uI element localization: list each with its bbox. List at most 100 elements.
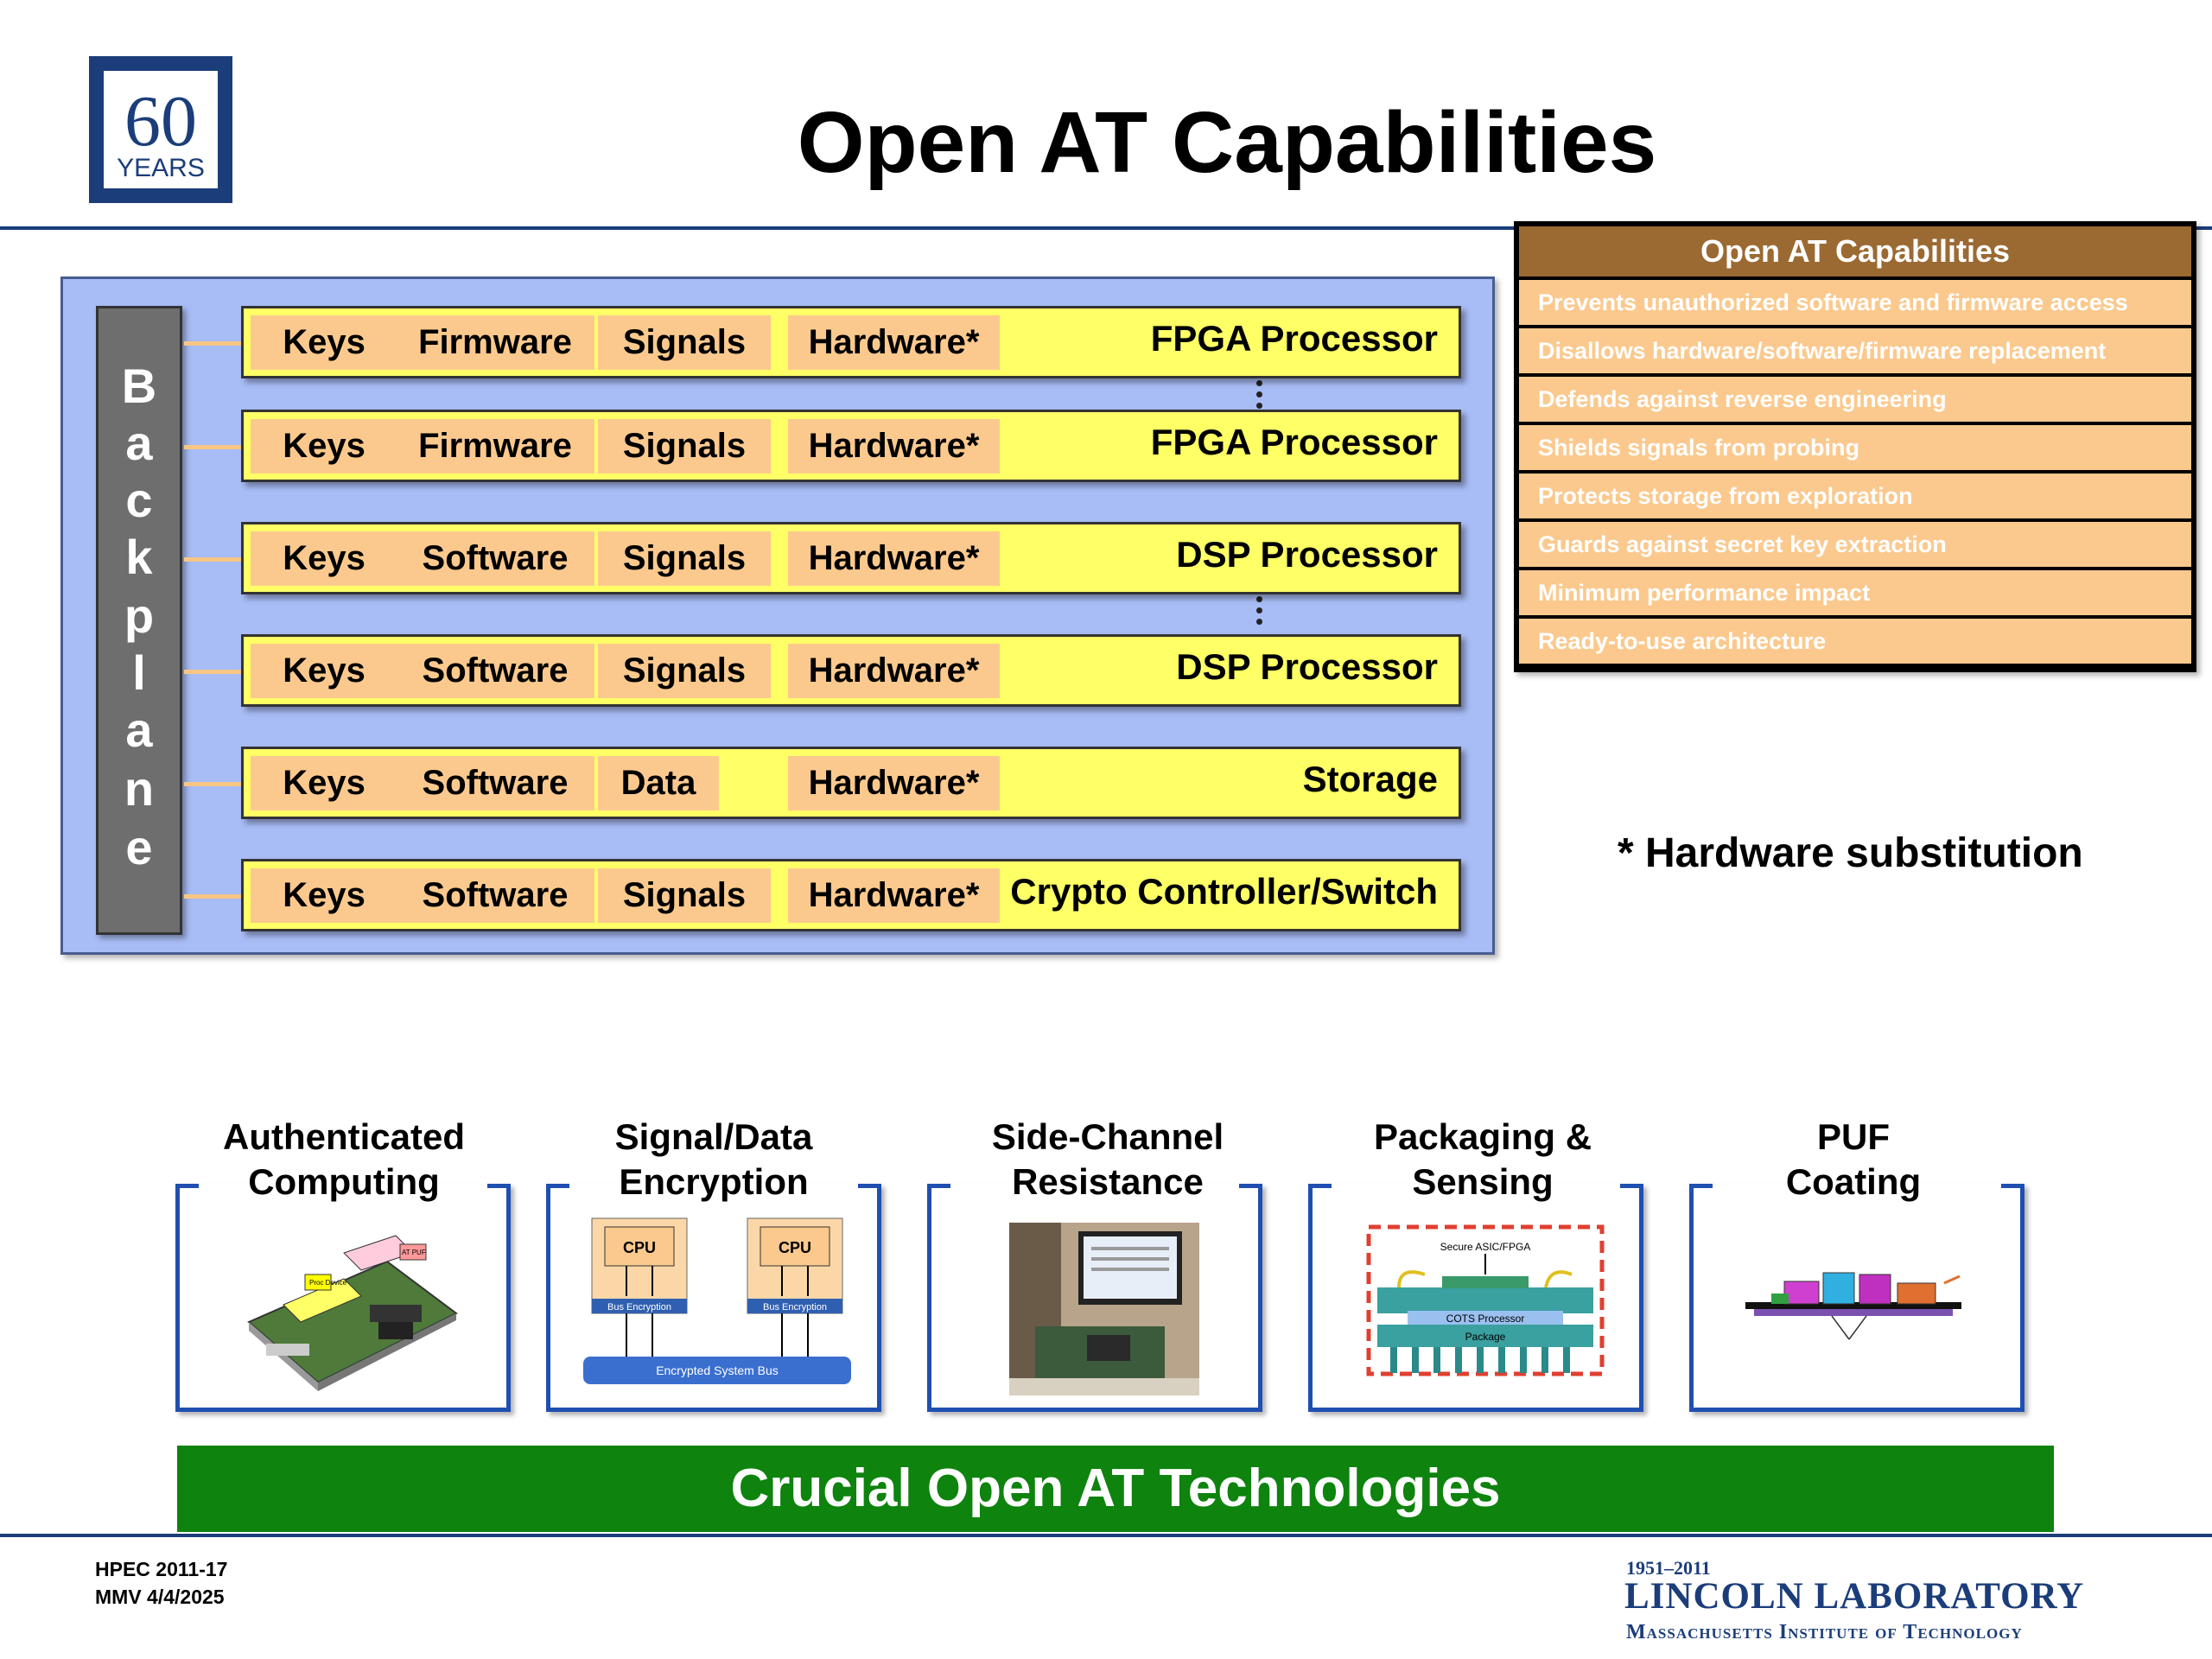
bus-encryption-diagram: CPU Bus Encryption CPU Bus Encryption En… [583, 1217, 851, 1384]
lab-years: 1951–2011 [1626, 1557, 1711, 1579]
footer-info: HPEC 2011-17 MMV 4/4/2025 [95, 1555, 227, 1611]
data-cell: Data [598, 756, 719, 810]
hardware-cell: Hardware* [788, 419, 1000, 474]
system-bus-label: Encrypted System Bus [656, 1363, 779, 1377]
circuit-board-image: Proc Device AT PUF [247, 1235, 458, 1391]
row-label: FPGA Processor [1150, 318, 1438, 359]
backplane-letter: e [125, 820, 153, 874]
processor-row: Keys Firmware Signals Hardware* FPGA Pro… [241, 306, 1461, 378]
tech-label-packaging: Packaging & Sensing [1293, 1115, 1673, 1205]
tech-frame-puf-coating [1689, 1184, 2024, 1412]
row-label: DSP Processor [1176, 646, 1438, 687]
keys-cell: Keys [251, 756, 397, 810]
tech-frame-side-channel [927, 1184, 1262, 1412]
logo-number: 60 [124, 81, 197, 162]
processor-row: Keys Software Signals Hardware* DSP Proc… [241, 522, 1461, 594]
backplane-letter: p [124, 588, 155, 643]
row-label: Storage [1302, 759, 1438, 799]
signals-cell: Signals [598, 868, 771, 923]
backplane-connector [184, 445, 241, 449]
software-cell: Software [396, 644, 594, 698]
lab-photo-image [1009, 1223, 1199, 1395]
hardware-substitution-note: * Hardware substitution [1618, 830, 2083, 876]
backplane-connector [184, 670, 241, 674]
keys-cell: Keys [251, 644, 397, 698]
backplane-connector [184, 341, 241, 346]
cpu-label: CPU [623, 1239, 656, 1256]
board-label: AT PUF [402, 1249, 426, 1256]
row-label: Crypto Controller/Switch [1010, 871, 1438, 912]
logo-graphic: 60 YEARS [92, 59, 230, 200]
capability-item: Ready-to-use architecture [1519, 619, 2191, 664]
capability-item: Shields signals from probing [1519, 425, 2191, 470]
firmware-cell: Firmware [396, 419, 594, 474]
backplane-connector [184, 557, 241, 562]
cots-label: COTS Processor [1446, 1313, 1525, 1325]
keys-cell: Keys [251, 419, 397, 474]
tech-label-encryption: Signal/Data Encryption [524, 1115, 904, 1205]
technologies-banner: Crucial Open AT Technologies [177, 1446, 2054, 1532]
capability-item: Guards against secret key extraction [1519, 522, 2191, 567]
tech-frame-encryption: CPU Bus Encryption CPU Bus Encryption En… [546, 1184, 881, 1412]
tech-label-line: PUF [1817, 1116, 1890, 1157]
capability-item: Prevents unauthorized software and firmw… [1519, 280, 2191, 325]
controller-row: Keys Software Signals Hardware* Crypto C… [241, 859, 1461, 931]
row-label: FPGA Processor [1150, 422, 1438, 462]
lincoln-laboratory-logo: LINCOLN LABORATORY [1624, 1576, 2085, 1617]
bus-encryption-label: Bus Encryption [607, 1302, 671, 1313]
tech-label-line: Signal/Data [614, 1116, 813, 1157]
capability-item: Minimum performance impact [1519, 570, 2191, 615]
hardware-cell: Hardware* [788, 644, 1000, 698]
tech-label-line: Computing [248, 1161, 440, 1202]
backplane-letter: B [121, 359, 157, 413]
row-label: DSP Processor [1176, 534, 1438, 575]
software-cell: Software [396, 531, 594, 586]
tech-frame-authenticated-computing: Proc Device AT PUF [175, 1184, 511, 1412]
tech-label-line: Resistance [1012, 1161, 1204, 1202]
keys-cell: Keys [251, 531, 397, 586]
backplane-connector [184, 782, 241, 786]
capability-item: Disallows hardware/software/firmware rep… [1519, 328, 2191, 373]
hardware-cell: Hardware* [788, 315, 1000, 370]
architecture-panel [60, 276, 1495, 955]
ellipsis-dots [1256, 596, 1270, 625]
logo-word: YEARS [117, 154, 205, 182]
tech-label-line: Side-Channel [991, 1116, 1224, 1157]
signals-cell: Signals [598, 419, 771, 474]
cpu-label: CPU [779, 1239, 811, 1256]
tech-label-line: Encryption [619, 1161, 809, 1202]
backplane-letter: l [132, 645, 146, 700]
backplane-letter: a [125, 416, 153, 470]
processor-row: Keys Software Signals Hardware* DSP Proc… [241, 634, 1461, 707]
tech-frame-packaging: Secure ASIC/FPGA COTS Processor Package [1308, 1184, 1643, 1412]
tech-label-side-channel: Side-Channel Resistance [918, 1115, 1298, 1205]
signals-cell: Signals [598, 315, 771, 370]
header-divider [0, 226, 2212, 230]
capability-item: Protects storage from exploration [1519, 474, 2191, 518]
backplane-connector [184, 894, 241, 899]
package-label: Package [1465, 1331, 1506, 1343]
package-sensing-diagram: Secure ASIC/FPGA COTS Processor Package [1366, 1224, 1605, 1376]
tech-label-authenticated-computing: Authenticated Computing [154, 1115, 534, 1205]
backplane-letter: c [125, 473, 153, 527]
backplane-bar: B a c k p l a n e [96, 306, 182, 935]
firmware-cell: Firmware [396, 315, 594, 370]
tech-label-line: Packaging & [1373, 1116, 1592, 1157]
capabilities-table: Open AT Capabilities Prevents unauthoriz… [1514, 221, 2196, 672]
puf-coating-diagram [1745, 1272, 1961, 1340]
60-years-logo: 60 YEARS [89, 56, 232, 203]
footer-divider [0, 1534, 2212, 1537]
tech-label-line: Sensing [1412, 1161, 1554, 1202]
ellipsis-dots [1256, 380, 1270, 409]
tech-label-puf-coating: PUF Coating [1663, 1115, 2044, 1205]
bus-encryption-label: Bus Encryption [763, 1302, 827, 1313]
signals-cell: Signals [598, 644, 771, 698]
signals-cell: Signals [598, 531, 771, 586]
backplane-letter: a [125, 702, 153, 757]
hardware-cell: Hardware* [788, 868, 1000, 923]
hardware-cell: Hardware* [788, 756, 1000, 810]
hardware-cell: Hardware* [788, 531, 1000, 586]
board-label: Proc Device [309, 1279, 347, 1287]
capability-item: Defends against reverse engineering [1519, 377, 2191, 422]
backplane-letter: k [125, 530, 153, 584]
